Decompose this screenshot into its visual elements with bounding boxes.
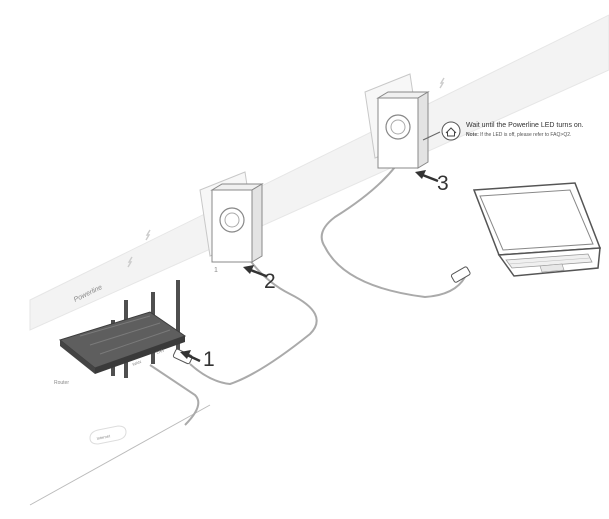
internet-plate-label: Internet	[96, 433, 111, 441]
arrow-icon	[243, 265, 267, 278]
laptop-touchpad	[539, 263, 565, 273]
arrow-icon	[180, 350, 201, 363]
led-callout-line	[422, 131, 441, 141]
lightning-icon	[127, 256, 133, 268]
step-number-2: 2	[264, 270, 276, 293]
internet-cable	[149, 364, 200, 426]
led-note-main: Wait until the Powerline LED turns on.	[466, 122, 584, 129]
led-note-sub: Note: If the LED is off, please refer to…	[466, 132, 571, 138]
router-front	[60, 340, 95, 374]
step-number-3: 3	[437, 172, 449, 195]
lightning-icon	[439, 77, 445, 89]
router-label: Router	[54, 380, 69, 386]
floor-line	[29, 404, 211, 506]
ethernet-cable-3	[320, 166, 466, 299]
step-number-1: 1	[203, 348, 215, 371]
lightning-icon	[145, 229, 151, 241]
internet-plate: Internet	[89, 425, 127, 445]
wall-band	[29, 14, 609, 331]
svg-text:1: 1	[214, 267, 218, 274]
powerline-adapter-left: 1	[199, 171, 264, 274]
router-wan-port: WAN	[132, 359, 142, 367]
router-side	[95, 336, 185, 374]
house-led-icon	[441, 121, 461, 141]
ethernet-plug-3	[450, 266, 471, 283]
router: Router LAN WAN	[54, 280, 187, 386]
led-note-sub-text: If the LED is off, please refer to FAQ>Q…	[478, 132, 572, 138]
led-note-sub-label: Note:	[466, 132, 479, 138]
laptop	[472, 182, 602, 277]
powerline-adapter-right	[364, 73, 430, 169]
arrow-icon	[415, 170, 439, 183]
router-lan-port: LAN	[156, 348, 165, 355]
